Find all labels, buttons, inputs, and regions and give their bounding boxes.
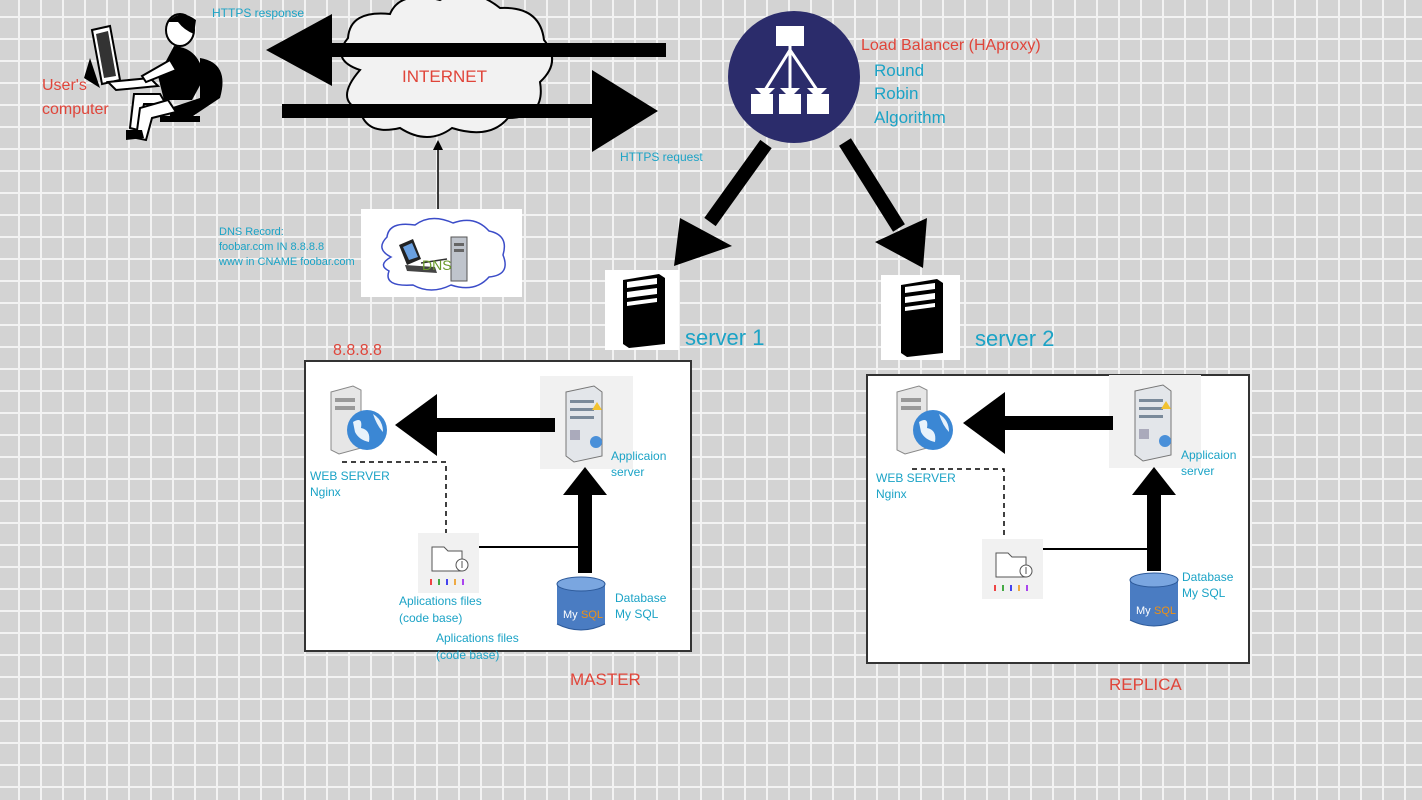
svg-text:SQL: SQL bbox=[581, 609, 603, 621]
server1-ip: 8.8.8.8 bbox=[333, 342, 382, 359]
server1-db-to-app-arrow bbox=[563, 467, 607, 573]
server1-db-line2: My SQL bbox=[615, 607, 659, 621]
server2-app-to-web-arrow bbox=[963, 392, 1113, 454]
server1-dashed-link bbox=[342, 461, 447, 538]
svg-text:My: My bbox=[563, 609, 578, 621]
server2-app-line2: server bbox=[1181, 464, 1215, 478]
lb-to-server1-arrow bbox=[674, 139, 772, 266]
server1-db-line1: Database bbox=[615, 591, 667, 605]
folder-files-icon bbox=[430, 546, 469, 585]
application-server-icon bbox=[1134, 384, 1172, 462]
svg-text:My: My bbox=[1136, 605, 1151, 617]
server2-tower-image bbox=[881, 275, 960, 360]
server-tower-icon bbox=[623, 274, 665, 348]
server1-app-to-web-arrow bbox=[395, 394, 555, 456]
dns-record-title: DNS Record: bbox=[219, 226, 284, 238]
web-server-globe-icon bbox=[330, 385, 387, 455]
internet-label: INTERNET bbox=[402, 67, 487, 86]
server2-files-db-link bbox=[1043, 548, 1147, 550]
server1-web-line2: Nginx bbox=[310, 485, 341, 499]
algorithm-line2: Robin bbox=[874, 84, 919, 103]
dns-image: DNS bbox=[361, 209, 522, 297]
folder-files-icon bbox=[994, 552, 1033, 591]
dns-record-cname: www in CNAME foobar.com bbox=[219, 256, 355, 268]
user-computer-label-line1: User's bbox=[42, 77, 87, 94]
mysql-database-icon: My SQL bbox=[556, 576, 606, 631]
server2-db-line1: Database bbox=[1182, 570, 1234, 584]
server1-role: MASTER bbox=[570, 670, 641, 689]
server2-db-to-app-arrow bbox=[1132, 467, 1176, 571]
extra-files-line1: Aplications files bbox=[436, 631, 519, 645]
dns-to-internet-arrow bbox=[433, 140, 443, 212]
server-tower-icon bbox=[901, 279, 943, 357]
dns-icon bbox=[381, 217, 506, 291]
extra-files-line2: (code base) bbox=[436, 648, 500, 662]
person-at-computer-icon bbox=[84, 13, 223, 142]
algorithm-line3: Algorithm bbox=[874, 108, 946, 127]
server1-name: server 1 bbox=[685, 325, 765, 350]
server1-app-line1: Applicaion bbox=[611, 449, 667, 463]
user-computer-label-line2: computer bbox=[42, 101, 109, 118]
server2-web-line1: WEB SERVER bbox=[876, 471, 956, 485]
server1-web-line1: WEB SERVER bbox=[310, 469, 390, 483]
server2-name: server 2 bbox=[975, 326, 1055, 351]
https-response-label: HTTPS response bbox=[212, 6, 305, 20]
server2-role: REPLICA bbox=[1109, 675, 1182, 694]
server1-files-line2: (code base) bbox=[399, 611, 463, 625]
https-response-arrow bbox=[266, 14, 666, 86]
server2-db-line2: My SQL bbox=[1182, 586, 1226, 600]
server2-app-image bbox=[1109, 375, 1201, 468]
algorithm-line1: Round bbox=[874, 61, 925, 80]
load-balancer-icon bbox=[728, 11, 860, 143]
svg-text:SQL: SQL bbox=[1154, 605, 1176, 617]
server1-files-line1: Aplications files bbox=[399, 594, 482, 608]
mysql-database-icon: My SQL bbox=[1129, 572, 1179, 627]
server1-tower-image bbox=[605, 270, 679, 350]
server2-files-image bbox=[982, 539, 1043, 599]
lb-to-server2-arrow bbox=[839, 138, 927, 268]
https-request-label: HTTPS request bbox=[620, 150, 703, 164]
server1-files-image bbox=[418, 533, 479, 593]
server2-app-line1: Applicaion bbox=[1181, 448, 1237, 462]
server1-app-line2: server bbox=[611, 465, 645, 479]
application-server-icon bbox=[565, 385, 603, 463]
https-request-arrow bbox=[282, 70, 658, 152]
dns-label: DNS bbox=[422, 257, 452, 273]
server2-web-line2: Nginx bbox=[876, 487, 907, 501]
server1-files-db-link bbox=[478, 546, 578, 548]
load-balancer-title: Load Balancer (HAproxy) bbox=[861, 37, 1041, 54]
cloud-icon bbox=[340, 0, 553, 138]
server1-app-image bbox=[540, 376, 633, 469]
server2-dashed-link bbox=[912, 468, 1005, 545]
web-server-globe-icon bbox=[896, 385, 953, 455]
dns-record-a: foobar.com IN 8.8.8.8 bbox=[219, 241, 325, 253]
